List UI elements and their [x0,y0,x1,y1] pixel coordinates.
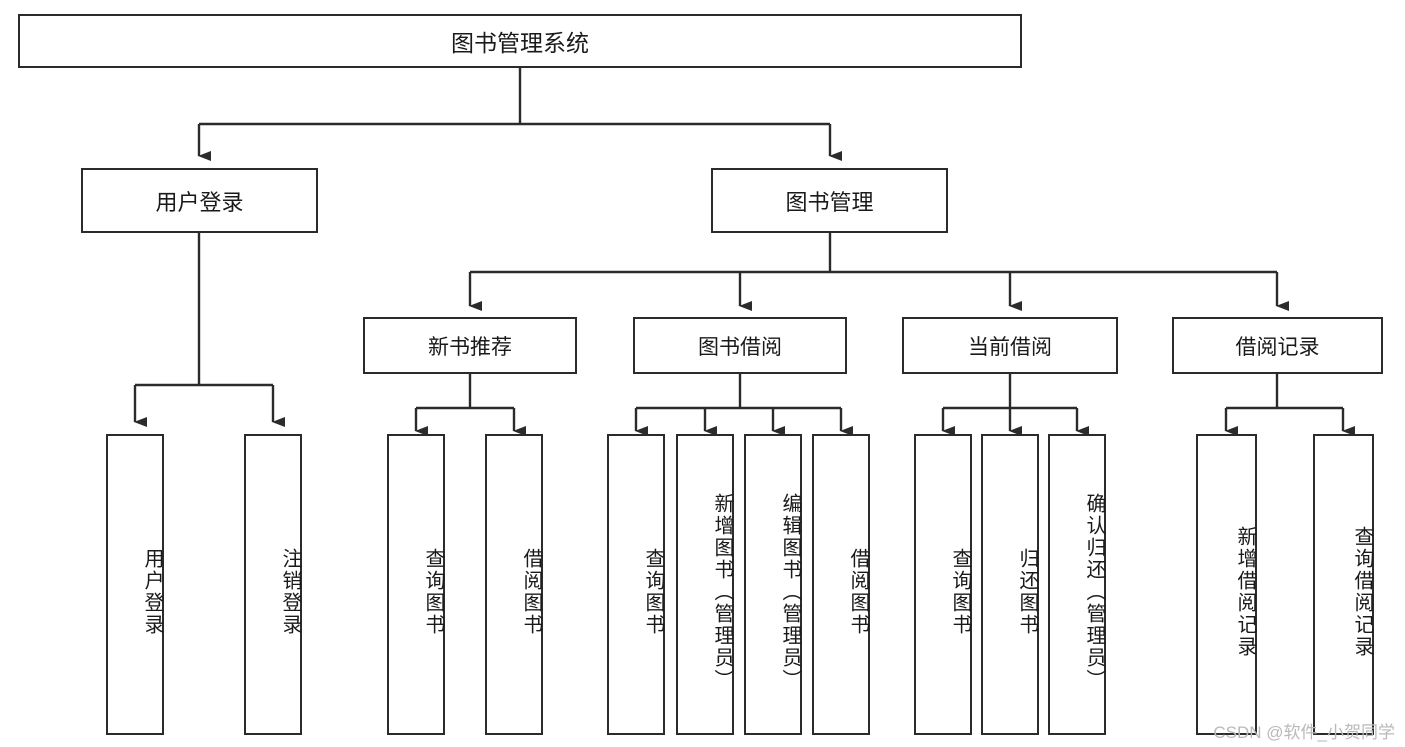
node-leaf-add-book-label: 新增图书（管理员） [711,492,733,691]
node-leaf-borrow-book-1-label: 借阅图书 [520,547,542,636]
node-leaf-query-book-1[interactable]: 查询图书 [387,434,445,735]
node-book-borrow[interactable]: 图书借阅 [633,317,847,374]
node-leaf-confirm-return-label: 确认归还（管理员） [1083,492,1105,691]
node-leaf-add-record[interactable]: 新增借阅记录 [1196,434,1257,735]
node-leaf-user-login[interactable]: 用户登录 [106,434,164,735]
node-user-login[interactable]: 用户登录 [81,168,318,233]
node-leaf-query-book-3[interactable]: 查询图书 [914,434,972,735]
node-leaf-borrow-book-2[interactable]: 借阅图书 [812,434,870,735]
node-leaf-query-record[interactable]: 查询借阅记录 [1313,434,1374,735]
node-borrow-record[interactable]: 借阅记录 [1172,317,1383,374]
node-leaf-return-book-label: 归还图书 [1016,547,1038,636]
node-leaf-query-record-label: 查询借阅记录 [1351,525,1373,658]
node-leaf-borrow-book-2-label: 借阅图书 [847,547,869,636]
node-user-login-label: 用户登录 [155,189,244,215]
node-leaf-borrow-book-1[interactable]: 借阅图书 [485,434,543,735]
node-root[interactable]: 图书管理系统 [18,14,1022,68]
node-leaf-query-book-1-label: 查询图书 [422,547,444,636]
node-leaf-add-record-label: 新增借阅记录 [1234,525,1256,658]
node-leaf-edit-book-label: 编辑图书（管理员） [779,492,801,691]
node-book-manage[interactable]: 图书管理 [711,168,948,233]
node-leaf-add-book[interactable]: 新增图书（管理员） [676,434,734,735]
watermark: CSDN @软件_小贺同学 [1213,723,1395,742]
node-new-book-recommend[interactable]: 新书推荐 [363,317,577,374]
node-leaf-edit-book[interactable]: 编辑图书（管理员） [744,434,802,735]
node-leaf-logout-label: 注销登录 [279,547,301,636]
node-leaf-logout[interactable]: 注销登录 [244,434,302,735]
node-current-borrow-label: 当前借阅 [968,335,1052,359]
node-leaf-query-book-2[interactable]: 查询图书 [607,434,665,735]
node-new-book-recommend-label: 新书推荐 [428,335,512,359]
node-root-label: 图书管理系统 [451,30,589,56]
node-borrow-record-label: 借阅记录 [1235,335,1320,359]
node-leaf-user-login-label: 用户登录 [141,547,163,636]
node-leaf-query-book-3-label: 查询图书 [949,547,971,636]
node-book-manage-label: 图书管理 [785,189,874,215]
node-leaf-query-book-2-label: 查询图书 [642,547,664,636]
node-current-borrow[interactable]: 当前借阅 [902,317,1118,374]
node-leaf-return-book[interactable]: 归还图书 [981,434,1039,735]
node-leaf-confirm-return[interactable]: 确认归还（管理员） [1048,434,1106,735]
node-book-borrow-label: 图书借阅 [698,335,782,359]
